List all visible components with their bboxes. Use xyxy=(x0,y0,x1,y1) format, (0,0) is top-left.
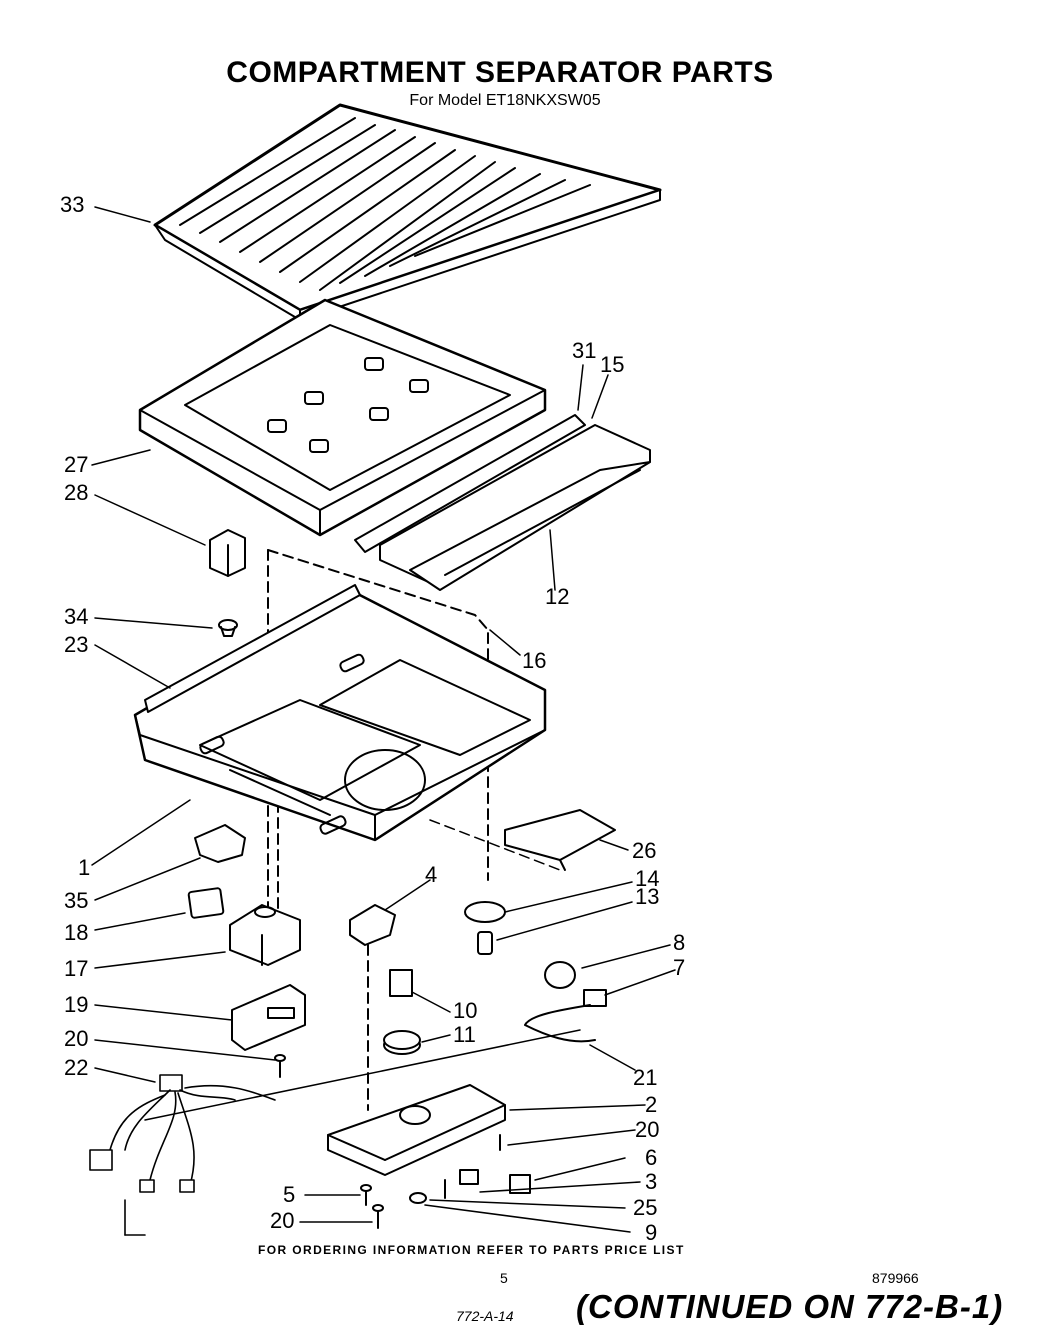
part-7-socket xyxy=(524,989,607,1043)
model-subtitle: For Model ET18NKXSW05 xyxy=(409,92,601,109)
callout-15: 15 xyxy=(600,352,624,377)
part-26-pad xyxy=(504,809,616,871)
part-19-control xyxy=(231,984,306,1051)
callout-10: 10 xyxy=(453,998,477,1023)
callout-11: 11 xyxy=(453,1022,476,1047)
callout-7: 7 xyxy=(673,955,685,980)
part-10-switch xyxy=(389,969,413,997)
callout-16: 16 xyxy=(522,648,546,673)
callout-21: 21 xyxy=(633,1065,657,1090)
callout-17: 17 xyxy=(64,956,88,981)
part-18-bracket xyxy=(187,887,225,919)
callout-5: 5 xyxy=(283,1182,295,1207)
part-8-bulb xyxy=(544,961,576,989)
part-11-knob xyxy=(383,1030,421,1055)
callout-12: 12 xyxy=(545,584,569,609)
callout-numbers: 33 31 15 27 28 12 34 23 16 1 26 35 4 14 … xyxy=(60,192,685,1245)
leader-lines xyxy=(91,206,676,1233)
callout-25: 25 xyxy=(633,1195,657,1220)
ordering-note: FOR ORDERING INFORMATION REFER TO PARTS … xyxy=(258,1243,685,1257)
callout-28: 28 xyxy=(64,480,88,505)
callout-23: 23 xyxy=(64,632,88,657)
part-4-mount xyxy=(349,904,396,1111)
callout-20-c: 20 xyxy=(270,1208,294,1233)
part-1-separator-pan xyxy=(133,584,547,842)
callout-27: 27 xyxy=(64,452,88,477)
callout-20-b: 20 xyxy=(635,1117,659,1142)
page-number: 5 xyxy=(500,1270,508,1286)
connector-lines xyxy=(144,819,581,1121)
callout-31: 31 xyxy=(572,338,596,363)
callout-35: 35 xyxy=(64,888,88,913)
part-hardware-group xyxy=(360,1134,531,1229)
callout-33: 33 xyxy=(60,192,84,217)
callout-9: 9 xyxy=(645,1220,657,1245)
handwritten-reference: 772-A-14 xyxy=(456,1308,514,1324)
callout-20-a: 20 xyxy=(64,1026,88,1051)
part-34-grommet xyxy=(218,619,238,637)
callout-34: 34 xyxy=(64,604,88,629)
callout-3: 3 xyxy=(645,1169,657,1194)
page-title: COMPARTMENT SEPARATOR PARTS xyxy=(226,56,774,89)
part-22-harness xyxy=(89,1074,276,1236)
document-number: 879966 xyxy=(872,1270,919,1286)
callout-1: 1 xyxy=(78,855,90,880)
part-2-base-tray xyxy=(327,1084,506,1176)
part-20-screw xyxy=(274,1054,286,1078)
callout-19: 19 xyxy=(64,992,88,1017)
callout-4: 4 xyxy=(425,862,437,887)
part-27-separator-cover xyxy=(138,298,547,537)
part-28-block xyxy=(209,529,246,577)
callout-2: 2 xyxy=(645,1092,657,1117)
callout-6: 6 xyxy=(645,1145,657,1170)
part-35-clip xyxy=(194,824,246,863)
callout-13: 13 xyxy=(635,884,659,909)
callout-26: 26 xyxy=(632,838,656,863)
callout-22: 22 xyxy=(64,1055,88,1080)
part-14-13-fitting xyxy=(464,901,506,955)
callout-14: 14 xyxy=(635,866,659,891)
continued-note: (CONTINUED ON 772-B-1) xyxy=(576,1288,1004,1325)
callout-18: 18 xyxy=(64,920,88,945)
part-33-grille xyxy=(153,103,662,321)
callout-8: 8 xyxy=(673,930,685,955)
part-17-housing xyxy=(229,904,301,966)
part-31-15-strips xyxy=(354,414,651,591)
